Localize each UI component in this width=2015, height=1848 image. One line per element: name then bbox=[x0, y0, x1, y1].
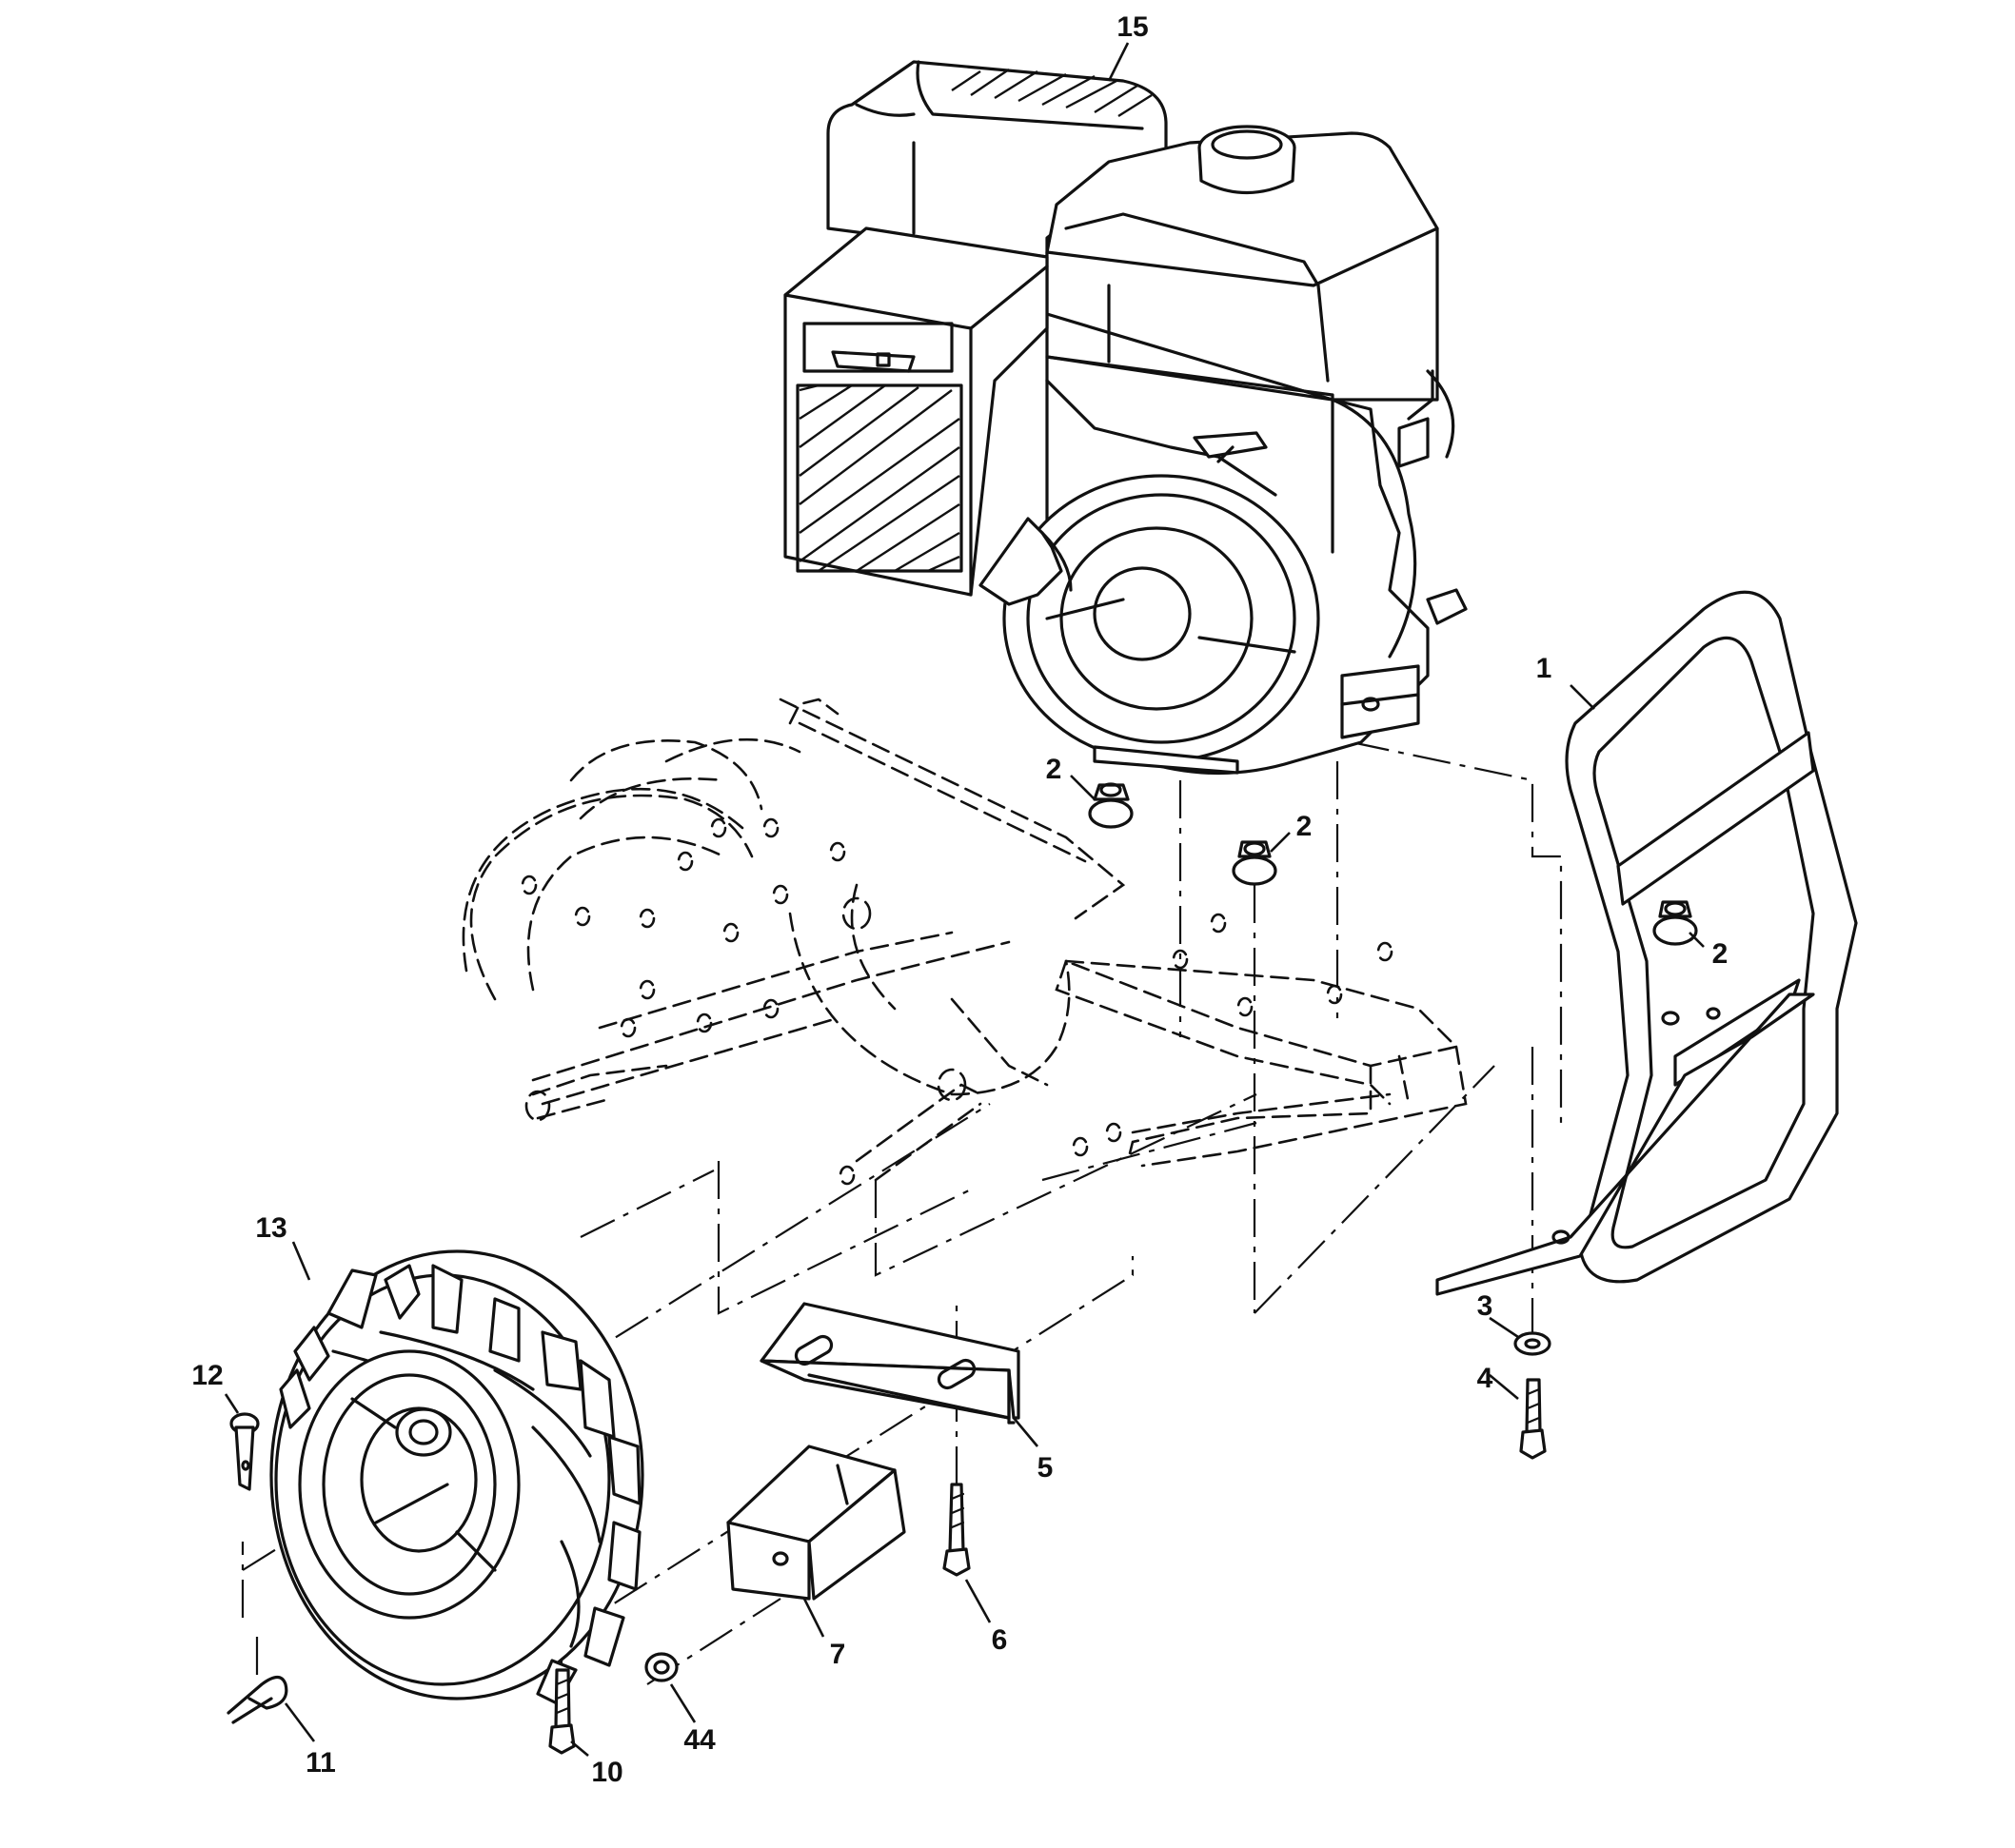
hex-bolt-4 bbox=[1519, 1378, 1547, 1460]
depth-stake-bracket bbox=[760, 1302, 1020, 1425]
callout-5: 5 bbox=[1037, 1452, 1054, 1484]
callout-11: 11 bbox=[306, 1747, 336, 1779]
hex-nut-44 bbox=[644, 1652, 679, 1682]
wheel-tire bbox=[269, 1249, 644, 1705]
leader-lines bbox=[224, 42, 1705, 1757]
hex-bolt-10 bbox=[548, 1668, 576, 1755]
callout-7: 7 bbox=[830, 1639, 846, 1670]
callout-labels: 15 1 2 2 2 13 12 11 10 44 7 6 5 3 4 bbox=[191, 11, 1728, 1788]
callout-44: 44 bbox=[683, 1724, 716, 1756]
callout-3: 3 bbox=[1477, 1290, 1493, 1322]
flange-lock-nut-2b bbox=[1232, 840, 1277, 886]
callout-2-right: 2 bbox=[1712, 938, 1729, 970]
air-cleaner-hatching bbox=[951, 69, 1153, 118]
assembly-alignment-lines bbox=[241, 740, 1672, 1685]
tiller-frame-phantom-outline bbox=[462, 698, 1468, 1186]
flange-lock-nut-2c bbox=[1652, 900, 1698, 946]
callout-12: 12 bbox=[191, 1360, 223, 1391]
front-bumper-guard bbox=[1435, 590, 1858, 1296]
callout-4: 4 bbox=[1477, 1363, 1493, 1394]
callout-1: 1 bbox=[1536, 653, 1552, 684]
wheel-weight-block bbox=[726, 1445, 906, 1601]
callout-13: 13 bbox=[255, 1212, 286, 1244]
clevis-pin bbox=[229, 1412, 260, 1491]
tine-bolt-holes bbox=[521, 817, 1393, 1186]
hex-bolt-6 bbox=[942, 1483, 971, 1577]
callout-6: 6 bbox=[992, 1624, 1008, 1656]
callout-10: 10 bbox=[591, 1757, 622, 1788]
callout-2-center: 2 bbox=[1296, 811, 1313, 842]
flange-lock-nut-2a bbox=[1088, 782, 1134, 829]
muffler-guard bbox=[783, 226, 1049, 597]
engine bbox=[826, 60, 1468, 776]
callout-15: 15 bbox=[1116, 11, 1148, 43]
callout-2-left: 2 bbox=[1046, 754, 1062, 785]
muffler-vent-hatching bbox=[799, 383, 960, 573]
flat-washer-3 bbox=[1513, 1331, 1551, 1356]
hairpin-cotter bbox=[227, 1675, 288, 1724]
